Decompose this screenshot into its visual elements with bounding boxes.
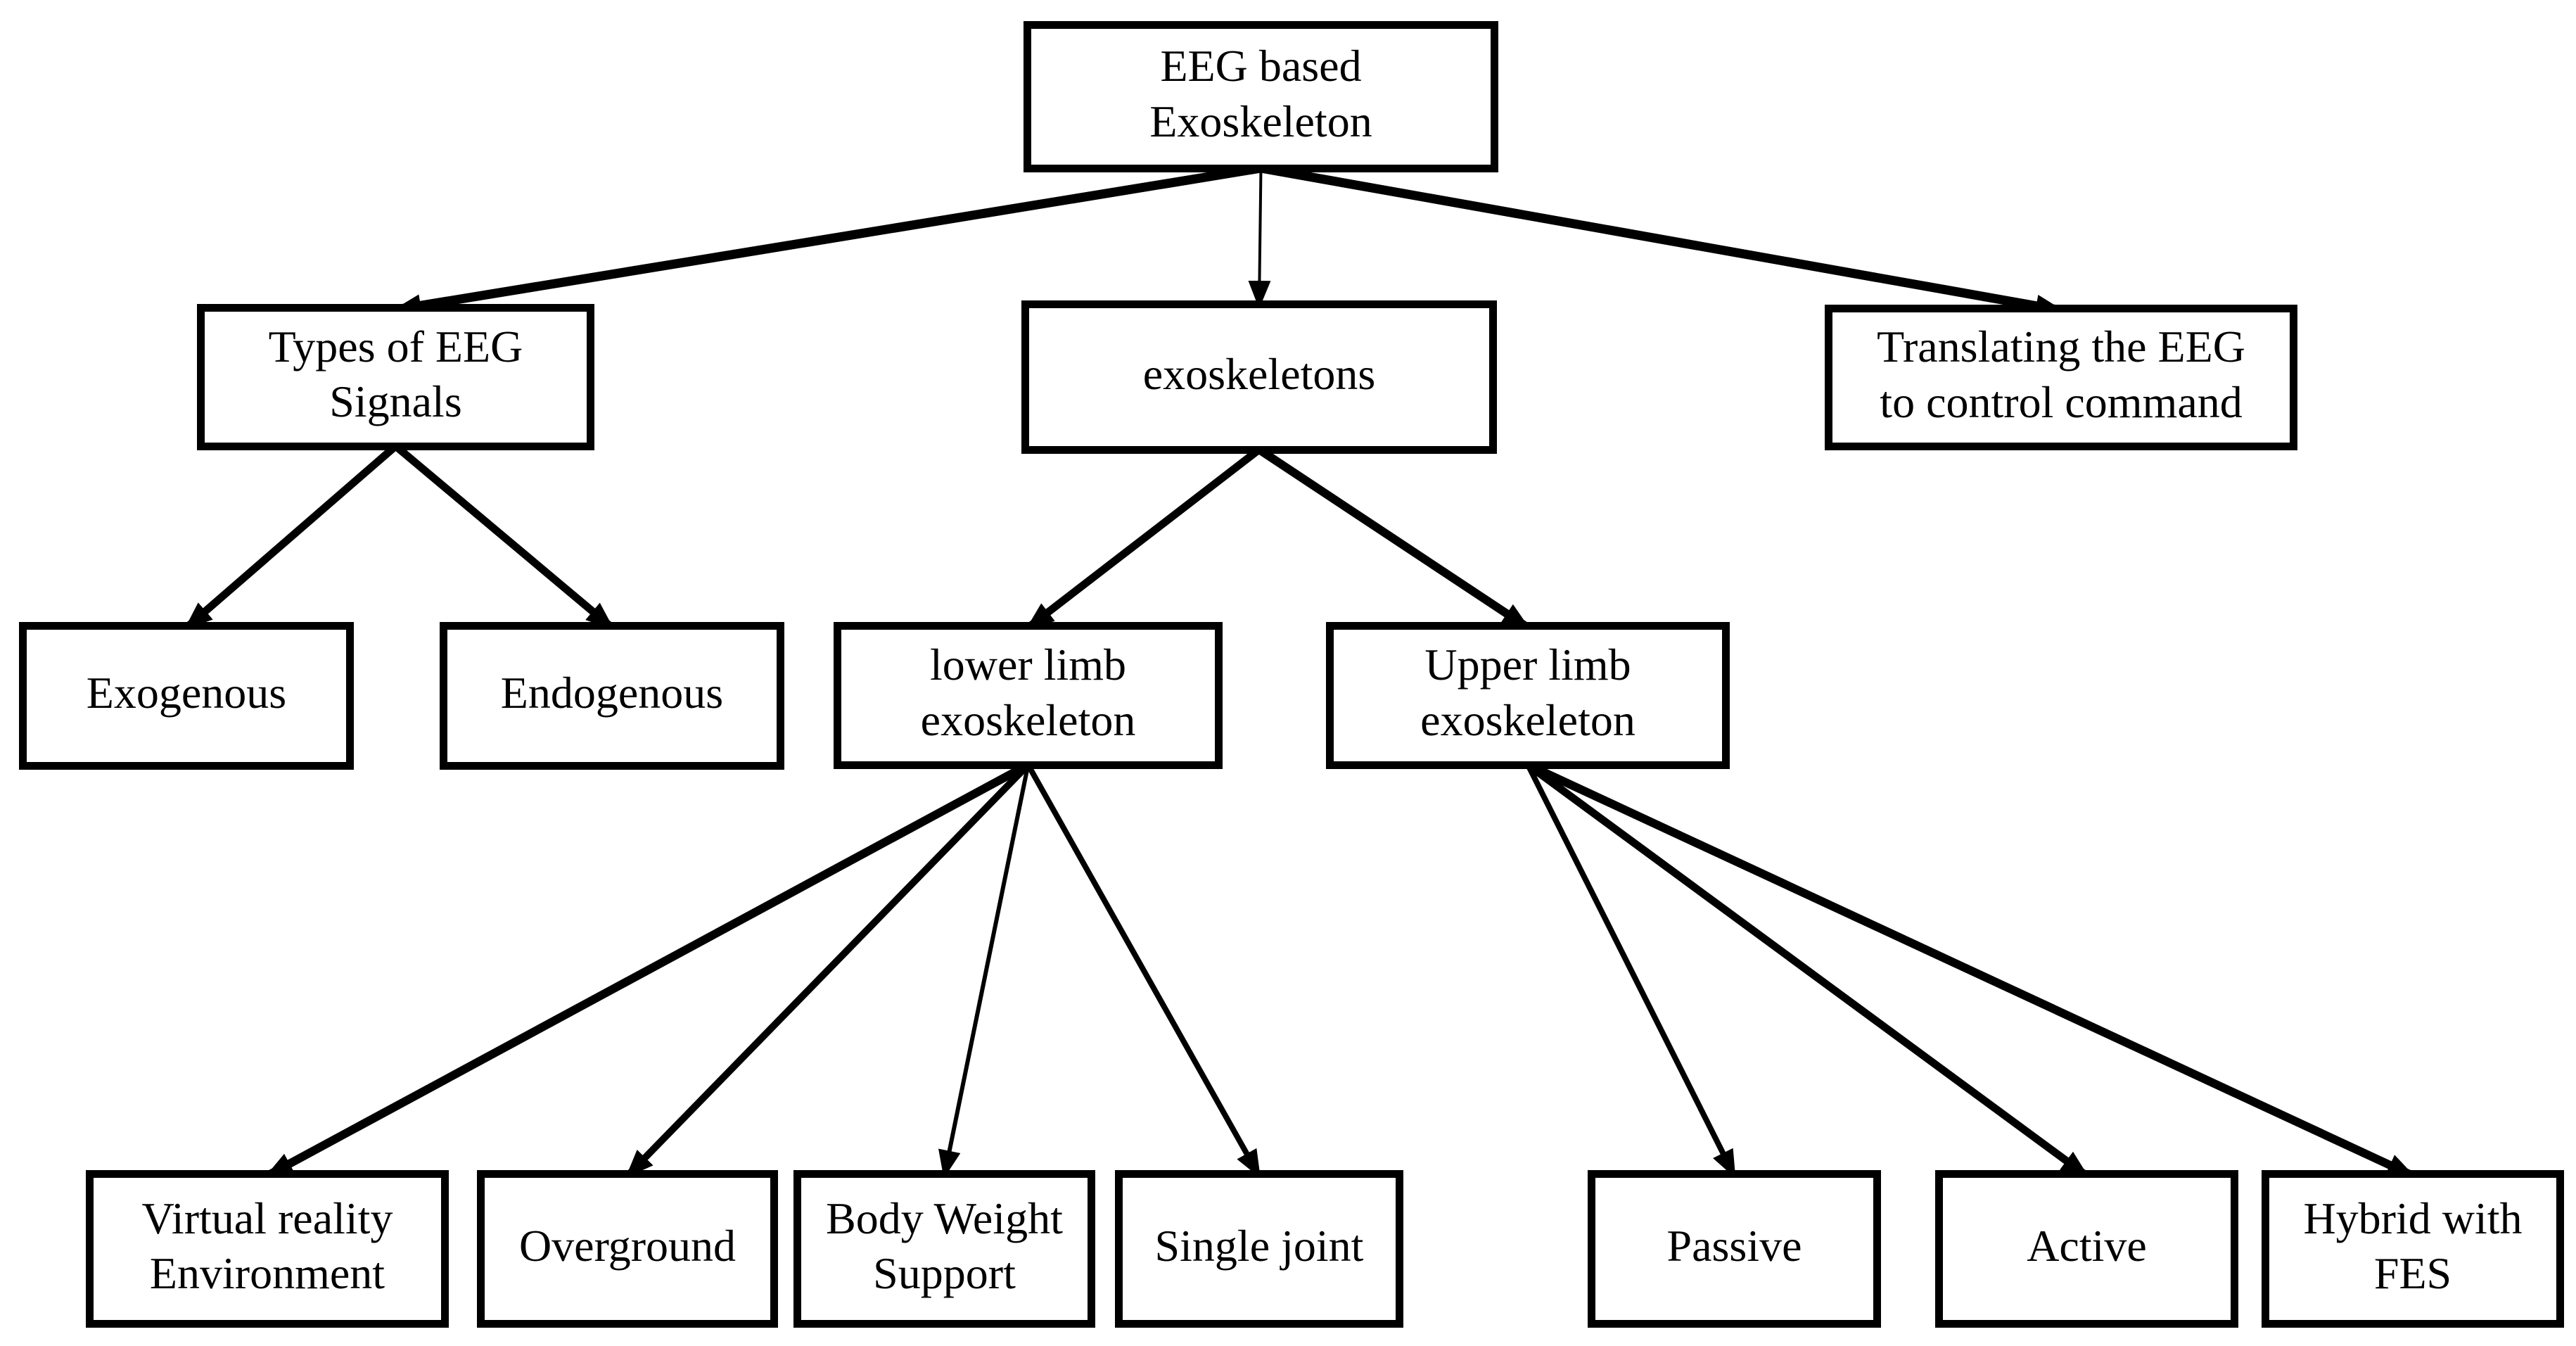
node-endogenous: Endogenous xyxy=(440,622,784,770)
edge-exo-to-upperlimb xyxy=(1256,445,1531,632)
edge-exo-to-lowerlimb xyxy=(1026,446,1262,631)
edge-types-to-endogenous xyxy=(393,443,615,631)
node-translating: Translating the EEG to control command xyxy=(1825,305,2297,450)
edge-upperlimb-to-passive xyxy=(1525,763,1737,1179)
node-active: Active xyxy=(1935,1170,2238,1328)
edge-root-to-types xyxy=(393,163,1262,317)
node-exo: exoskeletons xyxy=(1021,300,1497,454)
edge-lowerlimb-to-singlejoint xyxy=(1026,763,1262,1179)
node-overground: Overground xyxy=(477,1170,778,1328)
edge-root-to-translating xyxy=(1260,163,2064,317)
node-lowerlimb: lower limb exoskeleton xyxy=(834,622,1223,769)
node-bws: Body Weight Support xyxy=(793,1170,1095,1328)
edge-upperlimb-to-active xyxy=(1525,761,2089,1179)
edge-types-to-exogenous xyxy=(184,443,399,631)
edge-upperlimb-to-hybrid xyxy=(1526,761,2416,1180)
node-passive: Passive xyxy=(1588,1170,1881,1328)
edge-lowerlimb-to-vr xyxy=(264,761,1031,1180)
edge-lowerlimb-to-bws xyxy=(938,764,1031,1179)
node-hybrid: Hybrid with FES xyxy=(2262,1170,2564,1328)
node-exogenous: Exogenous xyxy=(19,622,354,770)
node-singlejoint: Single joint xyxy=(1115,1170,1403,1328)
edge-root-to-exo xyxy=(1248,167,1271,309)
edge-lowerlimb-to-overground xyxy=(625,762,1031,1179)
node-types: Types of EEG Signals xyxy=(197,304,594,450)
node-root: EEG based Exoskeleton xyxy=(1024,21,1498,172)
node-vr: Virtual reality Environment xyxy=(86,1170,449,1328)
node-upperlimb: Upper limb exoskeleton xyxy=(1326,622,1730,769)
